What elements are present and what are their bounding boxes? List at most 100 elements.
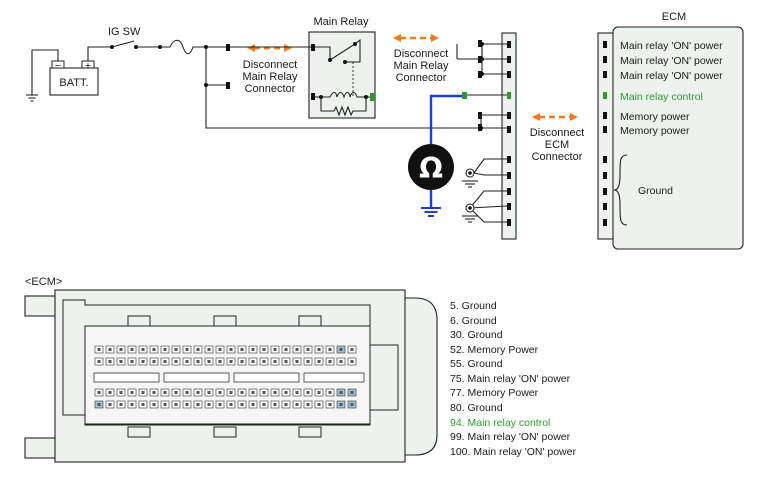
pin-cavity-contact xyxy=(97,348,101,351)
pin-cavity-contact xyxy=(339,403,343,406)
pin-cavity-contact xyxy=(174,360,178,363)
ecm-connector-face xyxy=(24,289,438,463)
pin-cavity-contact xyxy=(185,360,189,363)
ecm-title: ECM xyxy=(662,11,686,23)
pin-cavity-contact xyxy=(218,360,222,363)
pin-cavity-contact xyxy=(339,391,343,394)
pin-cavity-contact xyxy=(119,348,123,351)
disconnect-left-line3: Connector xyxy=(245,83,296,95)
pin-cavity-contact xyxy=(152,403,156,406)
pin-cavity-contact xyxy=(141,391,145,394)
pin-cavity-contact xyxy=(163,391,167,394)
ground-wires xyxy=(462,158,508,223)
pin-list-item: 75. Main relay 'ON' power xyxy=(450,373,571,385)
pin-cavity-contact xyxy=(141,403,145,406)
pin-cavity-contact xyxy=(273,391,277,394)
connector-title: <ECM> xyxy=(25,276,62,288)
ecm-ground-label: Ground xyxy=(638,185,673,197)
pin-cavity-contact xyxy=(350,403,354,406)
pin-cavity-contact xyxy=(119,360,123,363)
pin-cavity-contact xyxy=(108,391,112,394)
svg-text:+: + xyxy=(85,61,92,70)
pin-cavity-contact xyxy=(251,348,255,351)
pin-cavity-contact xyxy=(196,391,200,394)
pin-cavity-contact xyxy=(174,391,178,394)
disconnect-left-line1: Disconnect xyxy=(243,59,297,71)
pin-cavity-contact xyxy=(350,348,354,351)
pin-cavity-contact xyxy=(229,348,233,351)
pin-cavity-contact xyxy=(284,348,288,351)
ecm-pin-label: Main relay 'ON' power xyxy=(620,55,723,67)
ohmmeter-icon: Ω xyxy=(408,144,454,190)
pin-cavity-contact xyxy=(130,403,134,406)
pin-cavity-contact xyxy=(130,348,134,351)
ig-sw-label: IG SW xyxy=(108,26,141,38)
pin-cavity-contact xyxy=(141,348,145,351)
pin-cavity-contact xyxy=(229,391,233,394)
ohmmeter-probe-wire xyxy=(429,94,462,208)
pin-cavity-contact xyxy=(185,403,189,406)
disconnect-right-line2: Main Relay xyxy=(393,60,449,72)
ohm-symbol: Ω xyxy=(419,152,443,185)
main-relay-label: Main Relay xyxy=(313,16,369,28)
pin-cavity-contact xyxy=(328,391,332,394)
pin-cavity-contact xyxy=(196,360,200,363)
pin-list-item: 55. Ground xyxy=(450,358,503,370)
disconnect-arrow-right xyxy=(393,34,439,42)
pin-list-item: 52. Memory Power xyxy=(450,344,539,356)
pin-cavity-contact xyxy=(141,360,145,363)
pin-cavity-contact xyxy=(218,403,222,406)
pin-cavity-contact xyxy=(262,360,266,363)
pin-cavity-contact xyxy=(174,403,178,406)
battery: − + BATT. xyxy=(49,60,99,96)
pin-list-item: 6. Ground xyxy=(450,315,497,327)
pin-cavity-contact xyxy=(108,348,112,351)
pin-cavity-contact xyxy=(185,348,189,351)
pin-list-item: 80. Ground xyxy=(450,402,503,414)
ecm-box xyxy=(597,26,744,250)
pin-list-item-highlight: 94. Main relay control xyxy=(450,417,550,429)
disconnect-ecm-line2: ECM xyxy=(545,139,569,151)
pin-cavity-contact xyxy=(328,348,332,351)
pin-cavity-contact xyxy=(295,391,299,394)
ecm-connector-strip xyxy=(501,32,517,240)
pin-list-item: 99. Main relay 'ON' power xyxy=(450,431,571,443)
svg-text:−: − xyxy=(55,61,62,70)
pin-cavity-contact xyxy=(240,360,244,363)
ecm-pin-label: Main relay 'ON' power xyxy=(620,70,723,82)
ground-icon-battery xyxy=(26,94,38,102)
pin-cavity-contact xyxy=(207,391,211,394)
ground-brace xyxy=(613,154,628,226)
pin-cavity-contact xyxy=(163,360,167,363)
pin-cavity-contact xyxy=(339,348,343,351)
pin-cavity-contact xyxy=(317,403,321,406)
disconnect-right-line3: Connector xyxy=(396,72,447,84)
pin-cavity-contact xyxy=(152,360,156,363)
pin-cavity-contact xyxy=(273,403,277,406)
pin-cavity-contact xyxy=(273,360,277,363)
pin-cavity-contact xyxy=(350,360,354,363)
pin-cavity-contact xyxy=(108,360,112,363)
pin-cavity-contact xyxy=(339,360,343,363)
pin-cavity-contact xyxy=(328,403,332,406)
battery-label: BATT. xyxy=(59,77,88,89)
pin-cavity-contact xyxy=(207,348,211,351)
pin-cavity-contact xyxy=(251,391,255,394)
pin-list-item: 5. Ground xyxy=(450,300,497,312)
pin-cavity-contact xyxy=(130,391,134,394)
disconnect-arrow-ecm xyxy=(532,113,578,121)
pin-cavity-contact xyxy=(251,403,255,406)
ecm-pin-label: Memory power xyxy=(620,111,690,123)
pin-list-item: 77. Memory Power xyxy=(450,387,539,399)
disconnect-ecm-line3: Connector xyxy=(532,151,583,163)
pin-list-item: 30. Ground xyxy=(450,329,503,341)
pin-cavity-contact xyxy=(163,348,167,351)
pin-cavity-contact xyxy=(207,403,211,406)
ignition-switch-icon xyxy=(111,40,138,49)
pin-cavity-contact xyxy=(218,391,222,394)
pin-cavity-contact xyxy=(119,391,123,394)
pin-cavity-contact xyxy=(97,360,101,363)
pin-cavity-contact xyxy=(306,360,310,363)
pin-cavity-contact xyxy=(295,403,299,406)
